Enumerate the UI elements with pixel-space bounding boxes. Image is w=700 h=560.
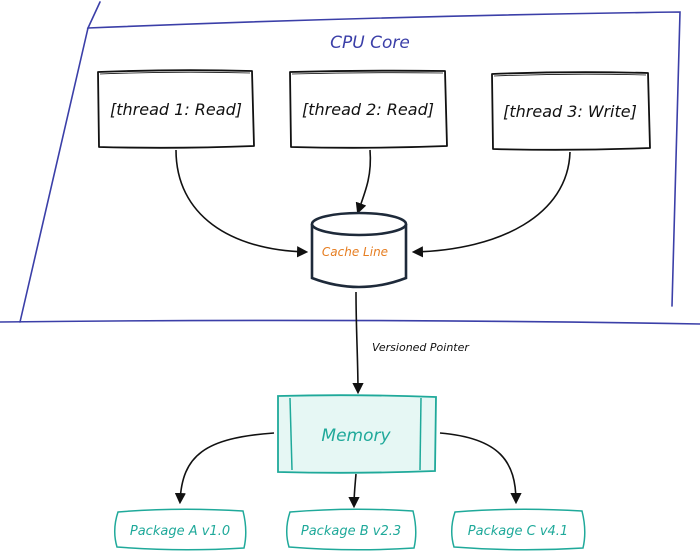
thread-3-label: [thread 3: Write] xyxy=(503,102,637,121)
cache-line-label: Cache Line xyxy=(322,245,388,259)
edge-thread3-cache xyxy=(411,151,571,258)
edge-memory-package-c xyxy=(439,432,522,505)
thread-box-1: [thread 1: Read] xyxy=(97,69,255,149)
thread-1-label: [thread 1: Read] xyxy=(110,100,242,119)
package-c-label: Package C v4.1 xyxy=(468,524,568,539)
thread-2-label: [thread 2: Read] xyxy=(302,100,434,119)
package-a-node: Package A v1.0 xyxy=(114,508,247,551)
edge-cache-memory xyxy=(352,291,364,395)
memory-label: Memory xyxy=(321,426,391,446)
cluster-label: CPU Core xyxy=(330,33,410,53)
package-c-node: Package C v4.1 xyxy=(451,508,586,551)
cpu-core-cluster: CPU Core xyxy=(0,1,700,325)
package-a-label: Package A v1.0 xyxy=(130,524,230,539)
edge-memory-package-a xyxy=(174,432,275,505)
package-b-label: Package B v2.3 xyxy=(301,524,401,539)
package-b-node: Package B v2.3 xyxy=(286,508,417,551)
thread-box-2: [thread 2: Read] xyxy=(289,69,448,149)
cache-line-node: Cache Line xyxy=(310,211,408,289)
edge-cache-memory-label: Versioned Pointer xyxy=(372,341,470,354)
edge-memory-package-b xyxy=(348,473,360,509)
edge-thread1-cache xyxy=(175,149,309,258)
edge-thread2-cache xyxy=(355,149,372,215)
memory-node: Memory xyxy=(277,394,437,474)
thread-box-3: [thread 3: Write] xyxy=(491,71,651,151)
